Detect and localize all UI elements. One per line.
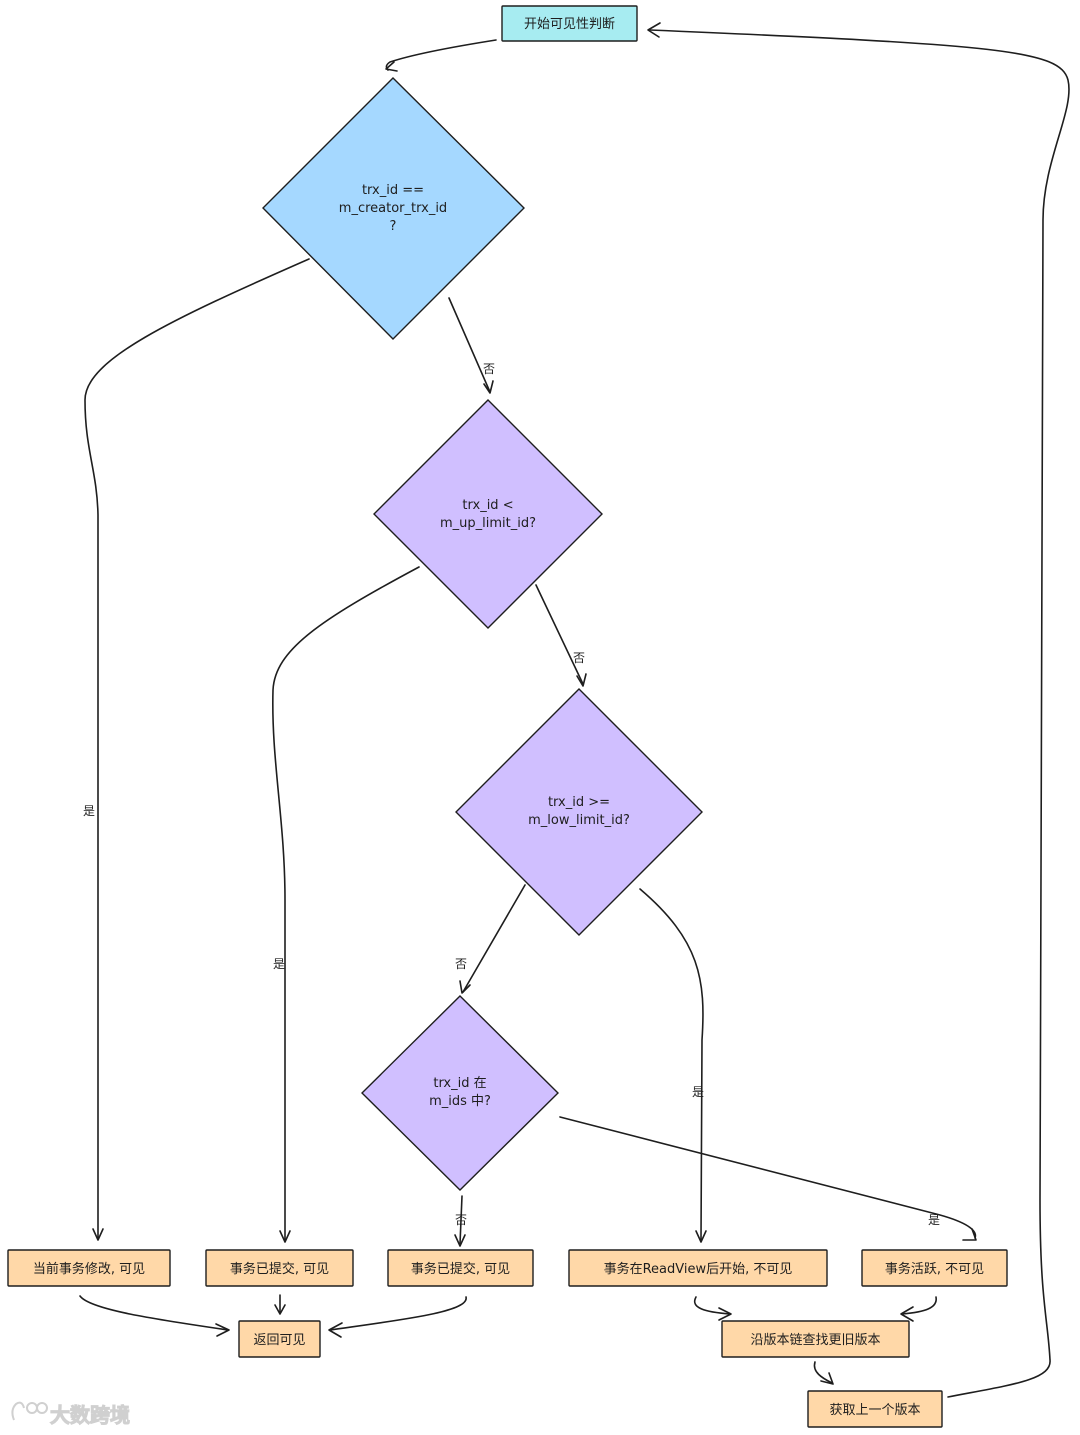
edge-lookup-to-prev-head [820, 1372, 834, 1385]
decision-up-limit-line-2: m_up_limit_id? [440, 516, 536, 531]
edge-d4-to-r5 [559, 1116, 977, 1239]
edge-d1-to-d2 [448, 297, 491, 393]
lookup-older-version-box [721, 1320, 910, 1358]
edge-r5-to-lookup [901, 1296, 937, 1315]
decision-up-limit-line-1: trx_id < [462, 498, 513, 513]
edges [79, 22, 1070, 1398]
result-committed-visible-1[interactable]: 事务已提交, 可见 [205, 1249, 354, 1287]
result-current-trx-visible[interactable]: 当前事务修改, 可见 [7, 1249, 171, 1287]
decision-low-limit-line-1: trx_id >= [548, 795, 610, 810]
edge-d1-to-r1-head [92, 1228, 104, 1241]
label-d2-yes: 是 [273, 957, 285, 971]
start-node-box [501, 5, 638, 42]
watermark-logo-icon [11, 1401, 48, 1421]
decision-creator-trx-line-2: m_creator_trx_id [339, 201, 447, 216]
decision-low-limit-shape [455, 688, 703, 936]
lookup-older-version-label: 沿版本链查找更旧版本 [750, 1333, 880, 1348]
edge-d2-to-d3 [535, 584, 584, 685]
edge-d1-to-r1 [84, 258, 310, 1239]
decision-low-limit-line-2: m_low_limit_id? [528, 813, 630, 828]
result-after-readview-invisible-label: 事务在ReadView后开始, 不可见 [604, 1261, 793, 1277]
decision-in-m-ids-shape [361, 995, 559, 1191]
edge-d4-to-r5-head [962, 1228, 977, 1241]
edge-start-to-d1-head [385, 61, 398, 72]
return-visible-label: 返回可见 [253, 1333, 305, 1348]
result-active-invisible-label: 事务活跃, 不可见 [885, 1261, 984, 1277]
return-visible-box [238, 1320, 321, 1358]
edge-r3-to-return-head [328, 1322, 343, 1338]
result-current-trx-visible-label: 当前事务修改, 可见 [33, 1261, 145, 1277]
edge-r3-to-return [329, 1296, 467, 1331]
edge-d2-to-d3-head [576, 673, 587, 687]
label-d4-yes: 是 [928, 1213, 940, 1227]
decision-creator-trx-line-1: trx_id == [362, 183, 424, 198]
decision-creator-trx-line-3: ? [390, 219, 397, 234]
result-after-readview-invisible-box [568, 1249, 828, 1287]
edge-start-to-d1 [385, 39, 497, 71]
edge-r4-to-lookup [693, 1296, 731, 1315]
edge-lookup-to-prev [813, 1361, 833, 1384]
label-d3-no: 否 [455, 957, 467, 971]
return-visible-node[interactable]: 返回可见 [238, 1320, 321, 1358]
decision-in-m-ids[interactable]: trx_id 在 m_ids 中? [361, 995, 559, 1191]
result-committed-visible-1-box [205, 1249, 354, 1287]
result-after-readview-invisible[interactable]: 事务在ReadView后开始, 不可见 [568, 1249, 828, 1287]
decision-up-limit[interactable]: trx_id < m_up_limit_id? [373, 399, 603, 629]
watermark-text: 大数跨境 [50, 1403, 130, 1427]
edge-d4-to-r3-head [454, 1234, 466, 1247]
edge-prev-to-start [649, 29, 1070, 1398]
watermark: 大数跨境 [11, 1401, 131, 1428]
edge-r2-to-return-head [274, 1304, 286, 1315]
edge-d1-to-d2-head [483, 380, 494, 394]
edge-d3-to-r4 [639, 888, 704, 1241]
edge-r5-to-lookup-head [900, 1306, 914, 1322]
edge-d2-to-r2 [272, 566, 420, 1241]
result-current-trx-visible-box [7, 1249, 171, 1287]
prev-version-label: 获取上一个版本 [829, 1403, 920, 1418]
edge-r1-to-return-head [215, 1323, 230, 1337]
edge-d3-to-d4-head [459, 980, 471, 994]
start-node[interactable]: 开始可见性判断 [501, 5, 638, 42]
edge-d3-to-r4-head [695, 1230, 707, 1243]
decision-up-limit-shape [373, 399, 603, 629]
edge-d4-to-r3 [459, 1195, 463, 1245]
edge-d2-to-r2-head [279, 1230, 291, 1243]
prev-version-node[interactable]: 获取上一个版本 [807, 1390, 943, 1428]
lookup-older-version-node[interactable]: 沿版本链查找更旧版本 [721, 1320, 910, 1358]
result-committed-visible-2-label: 事务已提交, 可见 [411, 1261, 510, 1277]
edge-r1-to-return [79, 1295, 229, 1331]
label-d1-yes: 是 [83, 804, 95, 818]
decision-low-limit[interactable]: trx_id >= m_low_limit_id? [455, 688, 703, 936]
decision-in-m-ids-line-2: m_ids 中? [429, 1094, 491, 1109]
edge-d3-to-d4 [462, 884, 526, 993]
edge-r4-to-lookup-head [718, 1307, 732, 1321]
start-node-label: 开始可见性判断 [524, 17, 615, 32]
result-active-invisible-box [861, 1249, 1008, 1287]
label-d1-no: 否 [483, 362, 495, 376]
decision-creator-trx-shape [262, 77, 525, 340]
result-committed-visible-2[interactable]: 事务已提交, 可见 [387, 1249, 534, 1287]
decision-creator-trx[interactable]: trx_id == m_creator_trx_id ? [262, 77, 525, 340]
result-committed-visible-1-label: 事务已提交, 可见 [230, 1261, 329, 1277]
edge-prev-to-start-head [647, 22, 661, 38]
prev-version-box [807, 1390, 943, 1428]
decision-in-m-ids-line-1: trx_id 在 [433, 1076, 486, 1091]
label-d2-no: 否 [573, 651, 585, 665]
label-d3-yes: 是 [692, 1085, 704, 1099]
label-d4-no: 否 [455, 1213, 467, 1227]
result-committed-visible-2-box [387, 1249, 534, 1287]
result-active-invisible[interactable]: 事务活跃, 不可见 [861, 1249, 1008, 1287]
edge-labels: 否 是 否 是 否 是 否 是 [83, 362, 940, 1227]
